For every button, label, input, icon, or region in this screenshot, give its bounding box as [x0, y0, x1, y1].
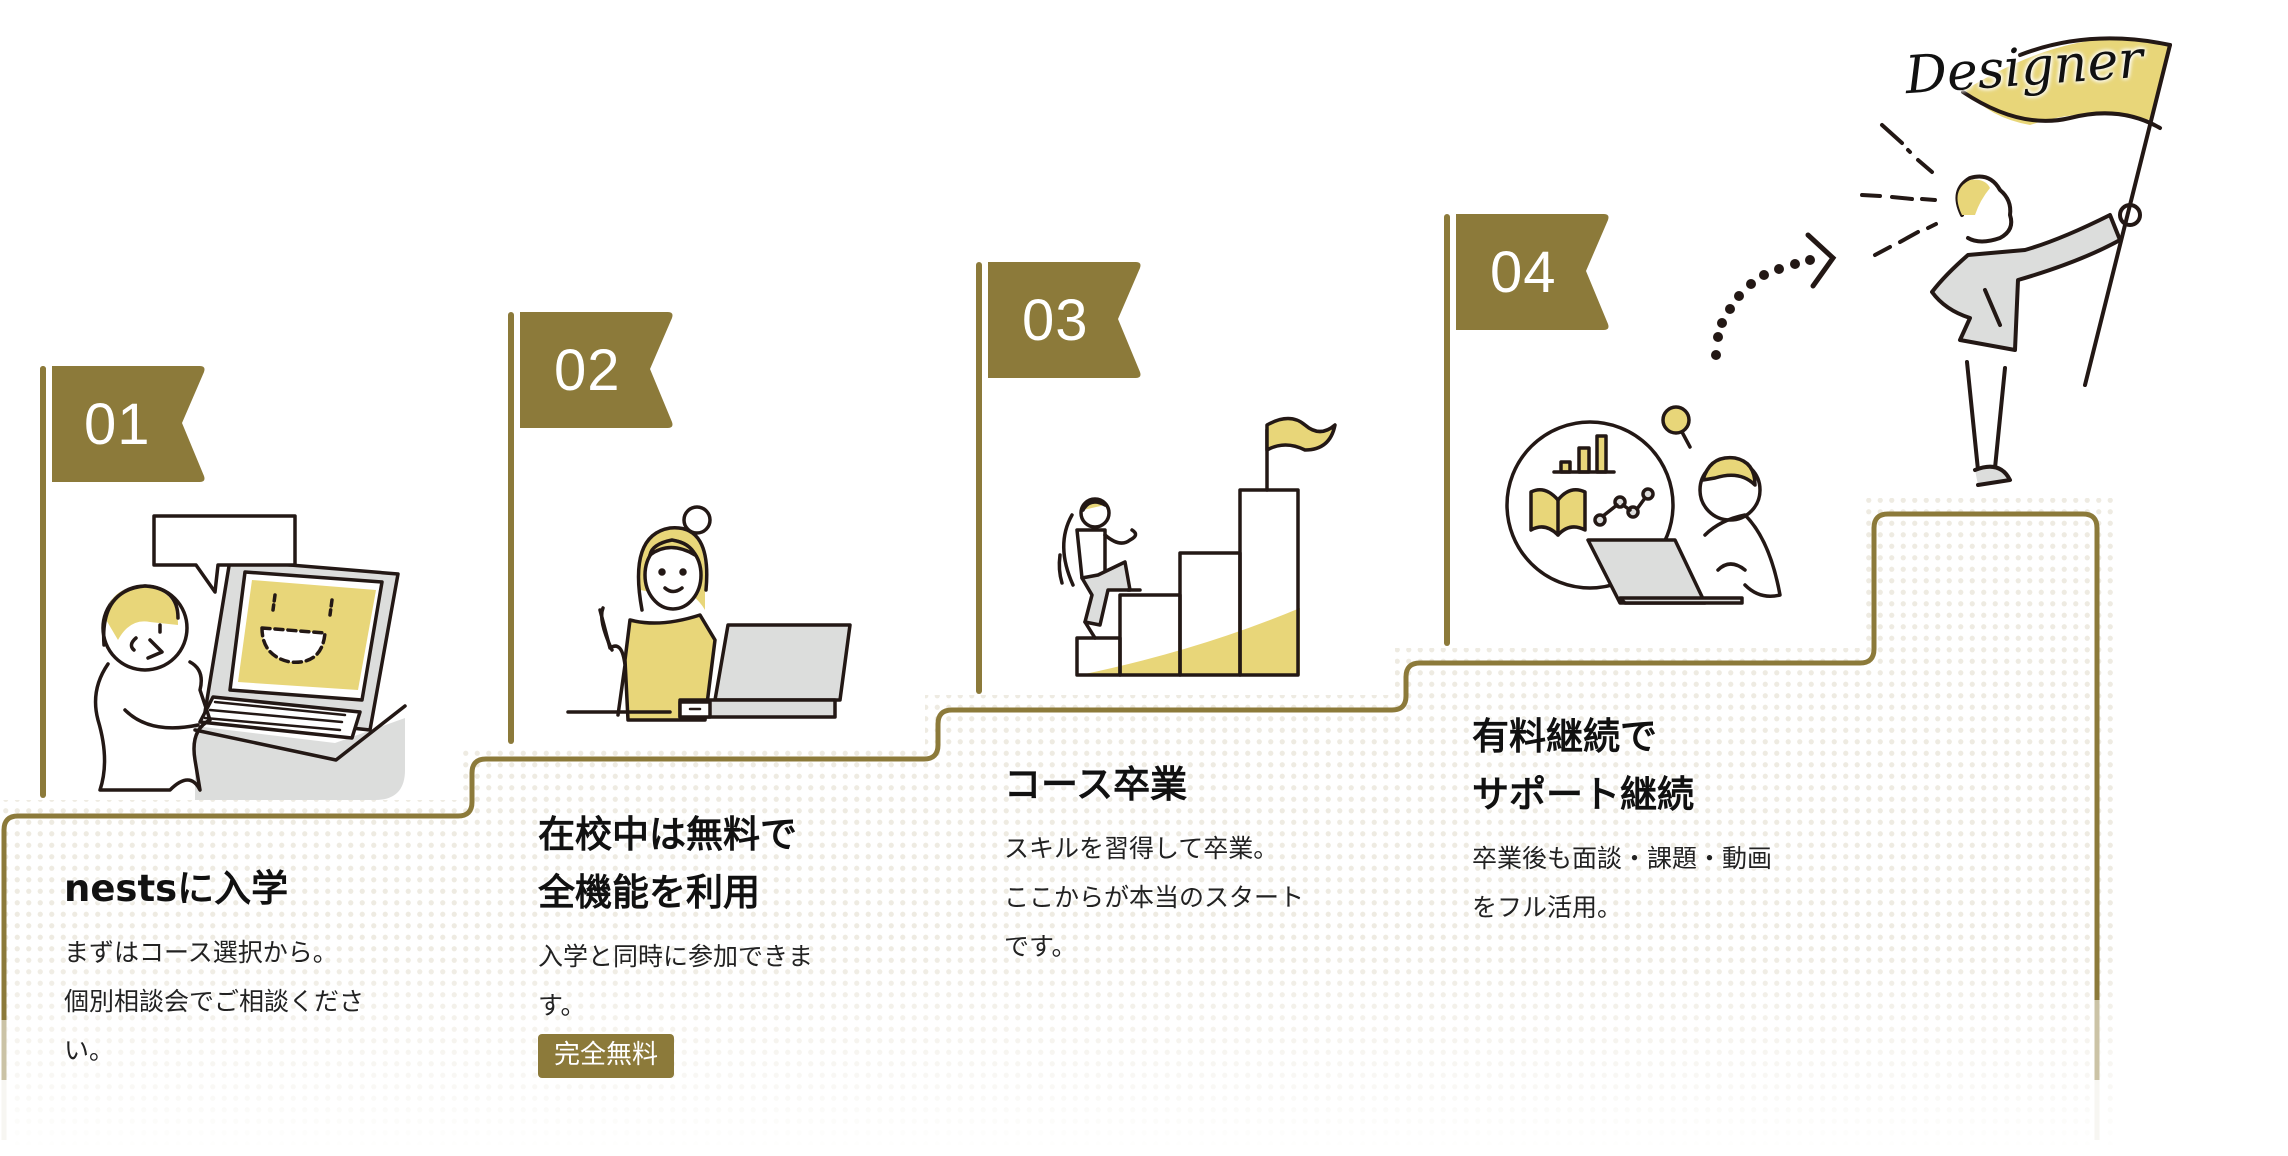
- step-title: コース卒業: [1004, 763, 1188, 806]
- flag-pole: [40, 366, 46, 798]
- illustration-step-4: [1505, 405, 1782, 605]
- step-flag-03: 03: [976, 262, 1146, 694]
- flag-icon: [1456, 214, 1609, 330]
- step-description: スキルを習得して卒業。 ここからが本当のスタート です。: [1004, 834, 1305, 961]
- dot-pattern-fill: [0, 498, 2115, 1145]
- step-02-content: 在校中は無料で 全機能を利用 入学と同時に参加できま す。 完全無料: [538, 806, 898, 1078]
- flag-icon: [988, 262, 1141, 378]
- step-number: 04: [1490, 240, 1557, 305]
- flag-pole: [976, 262, 982, 694]
- step-number: 02: [554, 338, 621, 403]
- step-flag-04: 04: [1444, 214, 1614, 646]
- staircase-line: [1, 511, 2100, 1140]
- step-title: 有料継続で サポート継続: [1472, 715, 1694, 816]
- step-03-content: コース卒業 スキルを習得して卒業。 ここからが本当のスタート です。: [1004, 756, 1364, 971]
- illustration-step-2: [566, 505, 852, 722]
- step-description: 卒業後も面談・課題・動画 をフル活用。: [1472, 844, 1773, 922]
- illustration-step-3: [1057, 416, 1337, 677]
- step-04-content: 有料継続で サポート継続 卒業後も面談・課題・動画 をフル活用。: [1472, 708, 1832, 932]
- flag-pole: [1444, 214, 1450, 646]
- step-description: 入学と同時に参加できま す。: [538, 942, 814, 1020]
- step-flag-01: 01: [40, 366, 210, 798]
- illustration-goal: [1860, 36, 2172, 487]
- flag-pole: [508, 312, 514, 744]
- step-title: nestsに入学: [64, 867, 289, 910]
- step-01-content: nestsに入学 まずはコース選択から。 個別相談会でご相談くださ い。: [64, 860, 424, 1075]
- step-flag-02: 02: [508, 312, 678, 744]
- dotted-arrow-icon: [1711, 232, 1837, 360]
- illustration-step-1: [93, 514, 407, 800]
- flag-icon: [520, 312, 673, 428]
- step-title: 在校中は無料で 全機能を利用: [538, 813, 797, 914]
- free-badge: 完全無料: [538, 1034, 675, 1078]
- step-number: 03: [1022, 288, 1089, 353]
- step-number: 01: [84, 392, 151, 457]
- step-description: まずはコース選択から。 個別相談会でご相談くださ い。: [64, 938, 365, 1065]
